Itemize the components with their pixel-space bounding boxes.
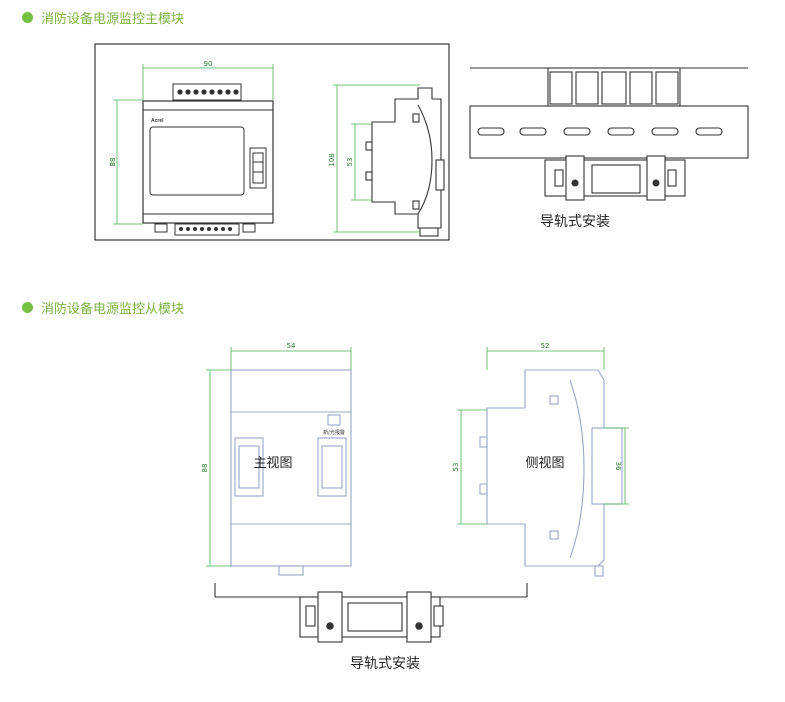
- slave-led-tag: 新/光报警: [323, 429, 345, 436]
- slave-side-view: [479, 369, 623, 577]
- slave-side-label: 侧视图: [525, 456, 564, 471]
- master-front-view: Acrel: [142, 83, 274, 236]
- dim-label-width: 90: [204, 60, 213, 68]
- slave-dim-height: 88: [201, 464, 209, 473]
- slave-rail-caption: 导轨式安装: [350, 656, 420, 672]
- slave-front-view: [230, 369, 352, 576]
- slave-dim-side-right: 36: [614, 462, 622, 471]
- slave-dim-side-inner: 53: [452, 463, 460, 472]
- master-rail-caption: 导轨式安装: [540, 214, 610, 230]
- slave-front-label: 主视图: [253, 456, 292, 471]
- dim-label-side-inner: 53: [346, 158, 354, 167]
- slave-rail-mount: [214, 583, 528, 643]
- master-front-dims: [113, 64, 274, 225]
- dim-label-side-height: 108: [328, 153, 336, 166]
- master-rail-mount: [469, 67, 749, 201]
- slave-dim-side-width: 52: [541, 342, 550, 350]
- section-title-text: 消防设备电源监控从模块: [41, 302, 185, 317]
- dim-label-height: 88: [109, 158, 117, 167]
- section-title-master: 消防设备电源监控主模块: [22, 8, 184, 27]
- master-drawing-frame: Acrel 90 88: [94, 43, 450, 241]
- slave-front-dims: [206, 347, 352, 567]
- bullet-dot-icon: [22, 302, 33, 313]
- bullet-dot-icon: [22, 12, 33, 23]
- slave-dim-width: 54: [287, 342, 296, 350]
- slave-side-dims: [457, 347, 629, 525]
- master-side-dims: [333, 84, 420, 233]
- section-title-slave: 消防设备电源监控从模块: [22, 298, 184, 317]
- section-title-text: 消防设备电源监控主模块: [41, 12, 185, 27]
- brand-logo-text: Acrel: [151, 118, 164, 124]
- master-side-view: [365, 87, 445, 237]
